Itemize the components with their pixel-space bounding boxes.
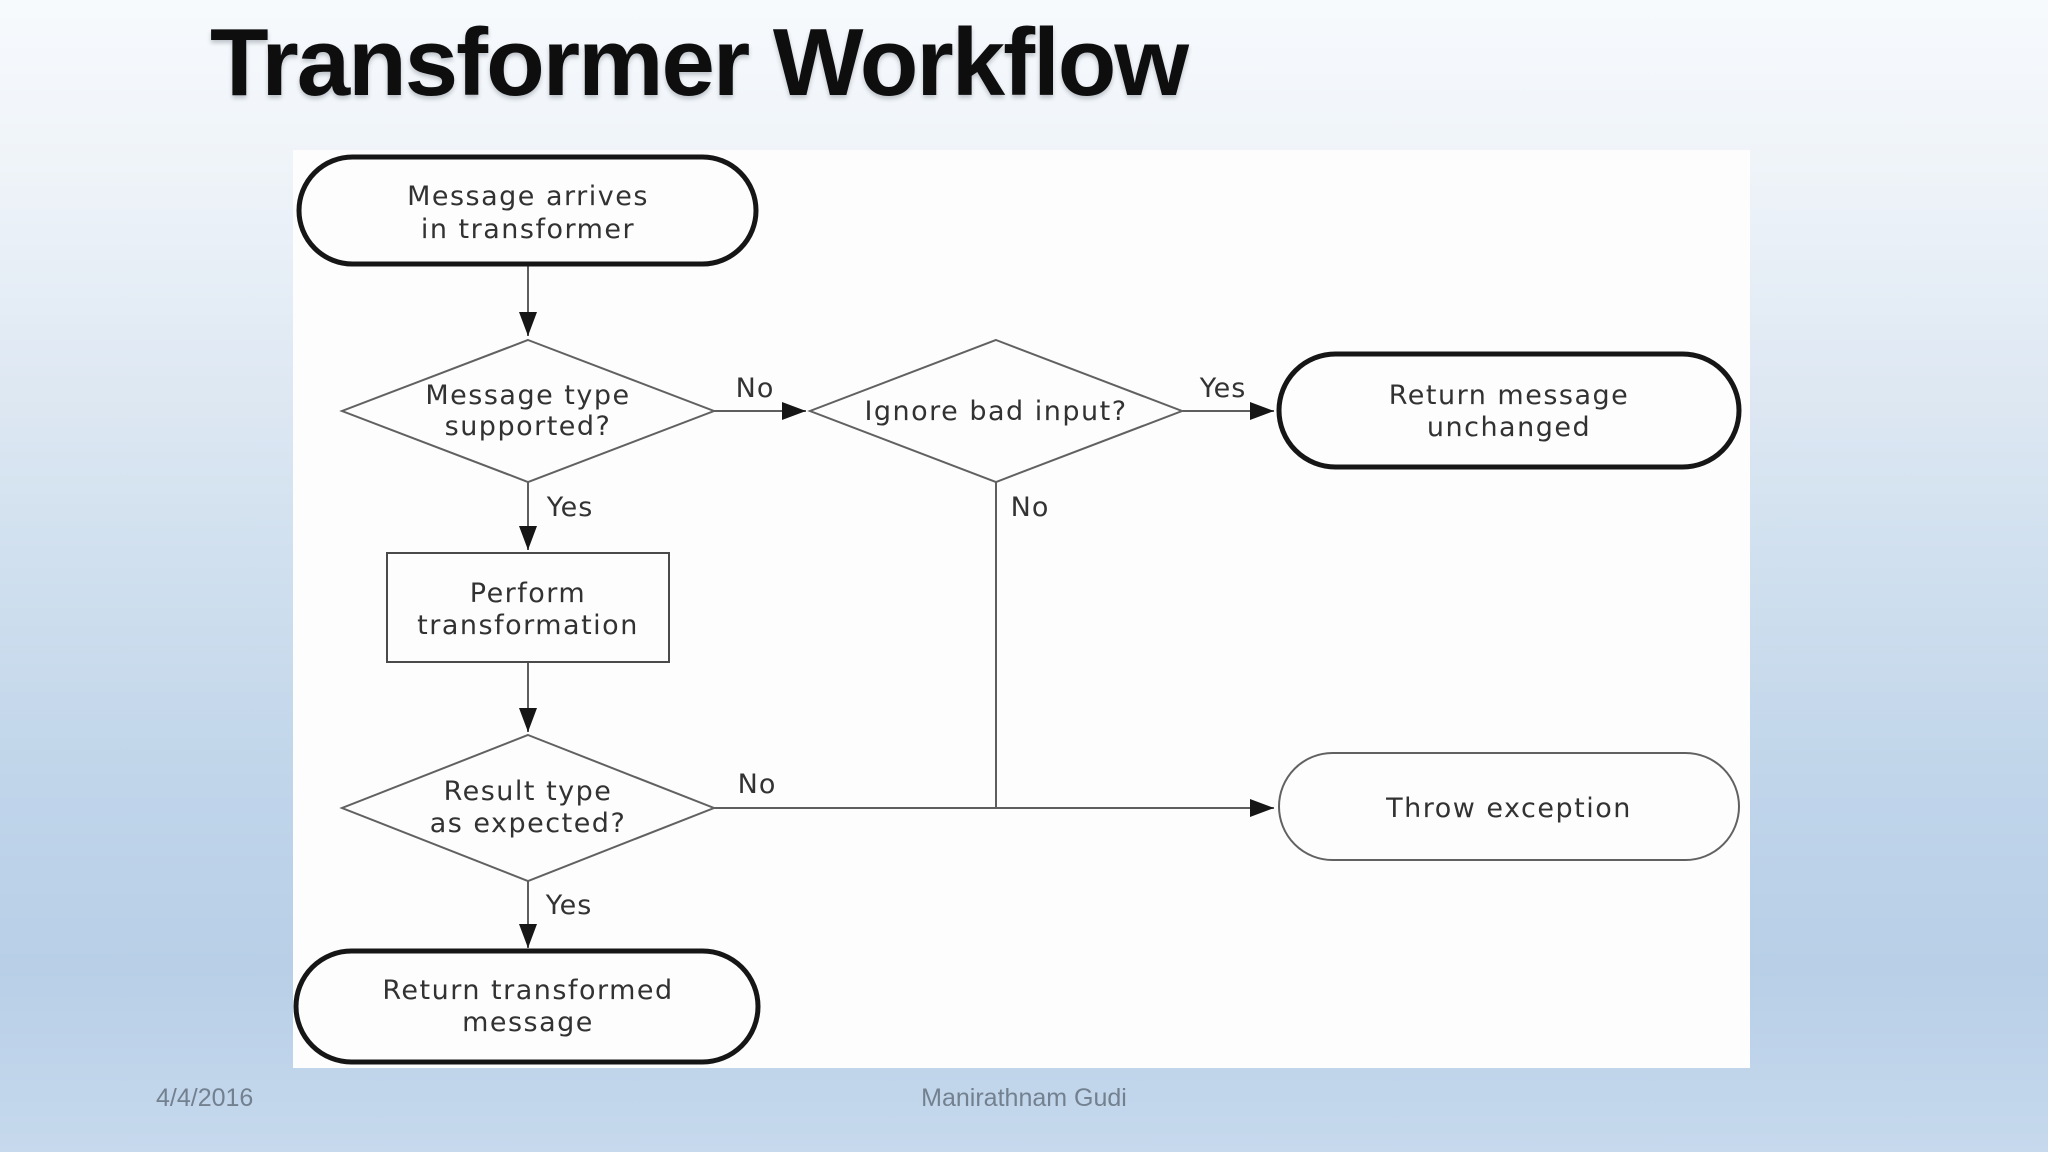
node-transformed-terminator <box>293 948 761 1065</box>
node-unchanged-label-line1: Return message <box>1389 380 1630 411</box>
node-start-label-line2: in transformer <box>421 214 635 245</box>
node-perform-process <box>386 552 670 663</box>
footer-date: 4/4/2016 <box>156 1084 254 1112</box>
edge-label-supported-no: No <box>736 373 775 404</box>
node-transformed-label-line1: Return transformed <box>382 975 673 1006</box>
node-result-decision <box>339 733 717 883</box>
node-throw-label: Throw exception <box>1385 793 1632 824</box>
flowchart-svg: Message arrives in transformer Message t… <box>293 154 1742 1065</box>
node-supported-label-line2: supported? <box>445 411 612 442</box>
connectors <box>519 264 1274 948</box>
node-result-label-line2: as expected? <box>430 808 627 839</box>
node-unchanged-terminator <box>1276 351 1742 470</box>
node-perform-label-line2: transformation <box>417 610 639 641</box>
node-ignore-decision <box>807 338 1185 484</box>
node-throw-terminator <box>1278 752 1740 861</box>
node-supported-decision <box>339 338 717 484</box>
slide-title: Transformer Workflow <box>210 9 1189 116</box>
edge-label-supported-yes: Yes <box>546 492 594 523</box>
node-supported-label-line1: Message type <box>425 380 630 411</box>
node-transformed-label-line2: message <box>462 1007 594 1038</box>
node-result-label-line1: Result type <box>444 776 613 807</box>
edge-label-ignore-yes: Yes <box>1199 373 1247 404</box>
node-perform-label-line1: Perform <box>470 578 586 609</box>
flowchart-canvas: Message arrives in transformer Message t… <box>293 150 1750 1068</box>
edge-label-ignore-no: No <box>1011 492 1050 523</box>
footer-author: Manirathnam Gudi <box>921 1084 1127 1112</box>
node-start-label-line1: Message arrives <box>407 181 649 212</box>
node-ignore-label: Ignore bad input? <box>864 396 1127 427</box>
node-start-terminator <box>296 154 759 267</box>
edge-label-result-no: No <box>738 769 777 800</box>
node-unchanged-label-line2: unchanged <box>1427 412 1591 443</box>
edge-label-result-yes: Yes <box>545 890 593 921</box>
